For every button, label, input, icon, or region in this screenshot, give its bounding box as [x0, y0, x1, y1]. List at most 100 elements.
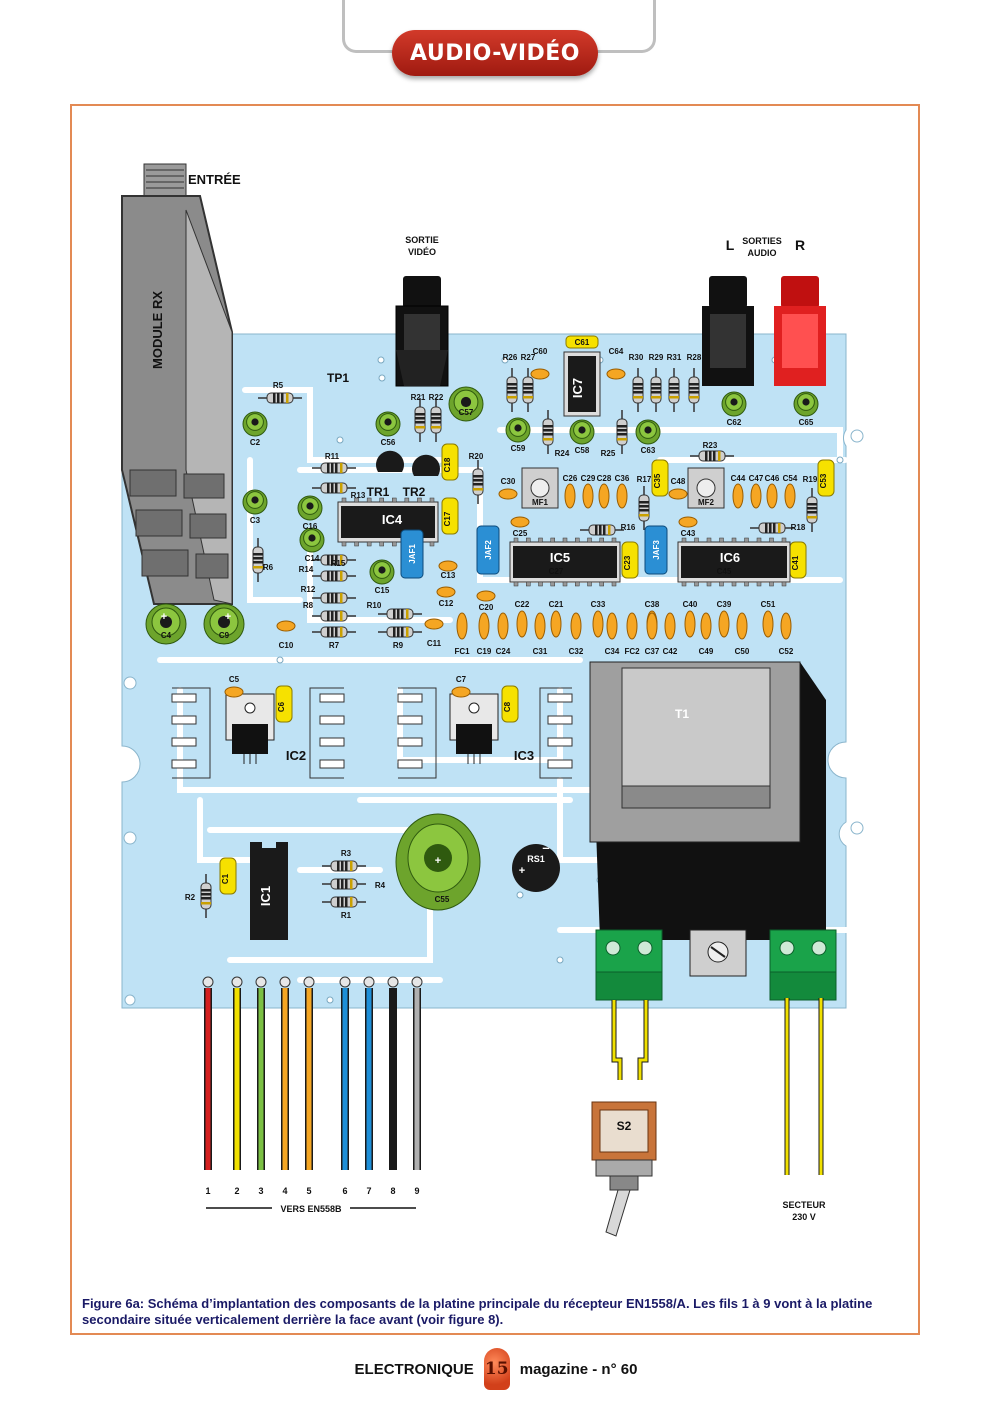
component-label: C21: [549, 600, 564, 609]
electrolytic-c58: [569, 419, 595, 445]
component-label: R16: [621, 523, 636, 532]
ceramic-c32: [570, 612, 582, 640]
component-label: C48: [671, 477, 686, 486]
ceramic-c5: [224, 686, 244, 698]
component-label: C52: [779, 647, 794, 656]
module-label: MODULE RX: [150, 291, 165, 369]
component-label: C58: [575, 446, 590, 455]
component-label: R28: [687, 353, 702, 362]
ceramic-c47: [750, 483, 762, 509]
component-label: 8: [390, 1186, 395, 1196]
tantalum-c17: C17: [441, 497, 459, 535]
mains-label-1: SECTEUR: [782, 1200, 826, 1210]
electrolytic-c56: [375, 411, 401, 437]
ceramic-c64: [606, 368, 626, 380]
resistor-r3: [322, 860, 366, 872]
component-label: C65: [799, 418, 814, 427]
ceramic-c22: [516, 610, 528, 638]
footer-magazine: ELECTRONIQUE: [354, 1360, 474, 1378]
component-label: C37: [645, 647, 660, 656]
component-label: IC3: [514, 748, 534, 763]
resistor-r23: [690, 450, 734, 462]
component-label: R15: [331, 559, 346, 568]
component-label: R1: [341, 911, 352, 920]
page-number: 15: [484, 1359, 509, 1379]
ceramic-c33: [592, 610, 604, 638]
component-label: TP1: [327, 371, 349, 385]
component-label: C35: [653, 473, 662, 488]
component-label: C28: [597, 474, 612, 483]
component-label: +: [225, 611, 231, 623]
ceramic-c13: [438, 560, 458, 572]
ceramic-c60: [530, 368, 550, 380]
dip-ic7: IC7: [563, 351, 601, 417]
ceramic-c10: [276, 620, 296, 632]
resistor-r17: [638, 486, 650, 530]
electrolytic-c62: [721, 391, 747, 417]
dip-ic6: IC6: [677, 537, 791, 587]
terminal-block-mains: [769, 929, 837, 1001]
component-label: C15: [375, 586, 390, 595]
ceramic-c49: [700, 612, 712, 640]
component-label: C51: [761, 600, 776, 609]
component-label: C16: [303, 522, 318, 531]
component-label: R7: [329, 641, 340, 650]
component-label: C27: [549, 567, 564, 576]
component-label: R23: [703, 441, 718, 450]
component-label: C5: [229, 675, 240, 684]
transistors: [375, 450, 440, 476]
component-label: C44: [731, 474, 746, 483]
component-label: MF1: [532, 498, 549, 507]
component-label: R27: [521, 353, 536, 362]
component-label: C63: [641, 446, 656, 455]
component-label: R6: [263, 563, 274, 572]
ceramic-fc2: [626, 612, 638, 640]
electrolytic-c57: [448, 386, 484, 422]
resistor-r27: [522, 368, 534, 412]
figure-caption: Figure 6a: Schéma d’implantation des com…: [82, 1296, 873, 1327]
component-label: T1: [675, 707, 689, 721]
component-label: C57: [459, 408, 474, 417]
component-label: C10: [279, 641, 294, 650]
resistor-r13: [312, 482, 356, 494]
wire-5: 5: [303, 976, 315, 1196]
ceramic-c29: [582, 483, 594, 509]
component-label: C7: [456, 675, 467, 684]
component-label: C20: [479, 603, 494, 612]
resistor-r15: [312, 554, 356, 566]
transformer-t1: [589, 661, 826, 977]
component-label: RS1: [527, 854, 545, 864]
ceramic-c52: [780, 612, 792, 640]
wire-3: 3: [255, 976, 267, 1196]
component-label: R19: [803, 475, 818, 484]
component-label: TR2: [403, 485, 426, 499]
component-label: C55: [435, 895, 450, 904]
component-label: C6: [277, 701, 286, 712]
resistor-r19: [806, 488, 818, 532]
ceramic-fc1: [456, 612, 468, 640]
resistor-r1: [322, 896, 366, 908]
component-label: C38: [645, 600, 660, 609]
component-label: C64: [609, 347, 624, 356]
component-label: R31: [667, 353, 682, 362]
component-label: C2: [250, 438, 261, 447]
component-label: C49: [699, 647, 714, 656]
resistor-r18: [750, 522, 794, 534]
component-label: IC7: [570, 378, 585, 398]
ceramic-c42: [664, 612, 676, 640]
component-label: C24: [496, 647, 511, 656]
rca-audio-left: [702, 276, 754, 386]
resistor-r8: [312, 610, 356, 622]
component-label: –: [542, 840, 549, 855]
component-label: 9: [414, 1186, 419, 1196]
component-label: R17: [637, 475, 652, 484]
component-label: R9: [393, 641, 404, 650]
ceramic-c20: [476, 590, 496, 602]
component-label: C56: [381, 438, 396, 447]
resistor-r24: [542, 410, 554, 454]
component-label: C4: [161, 631, 172, 640]
component-label: IC1: [258, 886, 273, 906]
buzzer-rs1: [512, 844, 560, 892]
resistor-r22: [430, 398, 442, 442]
